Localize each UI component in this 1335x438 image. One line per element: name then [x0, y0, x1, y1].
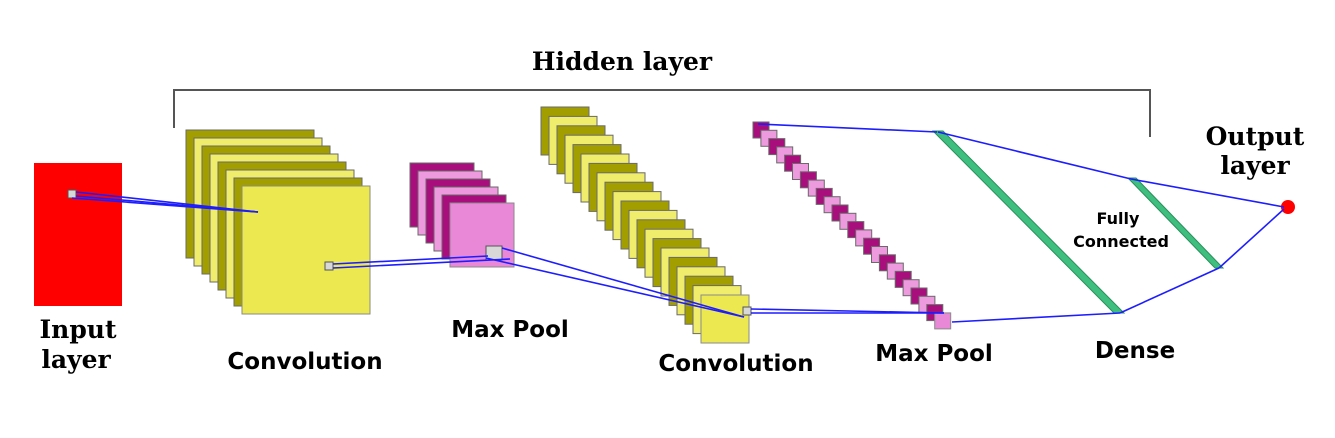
max-pool-2-map: [934, 312, 952, 330]
output-layer-label-line2: layer: [1220, 151, 1290, 180]
hidden-layer-bracket: [173, 89, 1151, 137]
max-pool-2-stack: [752, 121, 952, 330]
fully-connected-label-line2: Connected: [1073, 232, 1169, 251]
convolution-2-map: [700, 294, 750, 344]
max-pool-1-label: Max Pool: [451, 317, 569, 343]
output-node: [1281, 200, 1295, 214]
convolution-1-map: [241, 185, 371, 315]
conv1-kernel-patch: [324, 261, 334, 271]
convolution-1-label: Convolution: [227, 349, 382, 375]
hidden-layer-label: Hidden layer: [532, 47, 713, 76]
convolution-2-stack: [540, 106, 750, 344]
max-pool-2-label: Max Pool: [875, 341, 993, 367]
fully-connected-layer: [931, 130, 1126, 314]
input-layer-label-line1: Input: [39, 315, 117, 344]
connection-lines: [71, 123, 1285, 323]
conv2-kernel-patch: [742, 306, 752, 316]
input-layer-block: [34, 163, 122, 306]
output-layer-label-line1: Output: [1206, 122, 1305, 151]
convolution-1-stack: [185, 129, 371, 315]
fully-connected-label-line1: Fully: [1097, 209, 1140, 228]
dense-label: Dense: [1095, 338, 1175, 364]
input-kernel-patch: [67, 189, 77, 199]
convolution-2-label: Convolution: [658, 351, 813, 377]
input-layer-label-line2: layer: [41, 345, 111, 374]
dense-layer: [1126, 177, 1225, 269]
